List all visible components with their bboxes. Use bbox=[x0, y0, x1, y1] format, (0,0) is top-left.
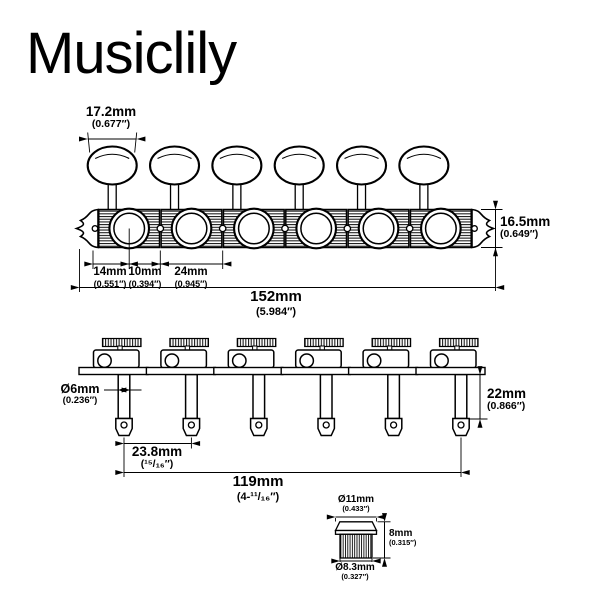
dim-button-width: 17.2mm (0.677″) bbox=[61, 104, 161, 131]
mounting-screw-holes bbox=[91, 224, 478, 233]
dim-post-diameter-in: (0.236″) bbox=[62, 395, 98, 406]
dim-button-width-mm: 17.2mm bbox=[85, 104, 137, 119]
tuner-unit-side-3 bbox=[213, 337, 284, 437]
dim-edge-to-post-in: (0.551″) bbox=[93, 278, 127, 289]
dim-first-to-last-mm: 119mm bbox=[232, 473, 284, 490]
dim-plate-height: 16.5mm (0.649″) bbox=[500, 214, 550, 241]
tuner-unit-top-1 bbox=[86, 145, 161, 250]
dim-post-diameter-mm: Ø6mm bbox=[60, 382, 100, 396]
dim-post-to-screw-mm: 10mm bbox=[128, 266, 162, 278]
dim-first-to-last-in: (4-¹¹/₁₆″) bbox=[236, 490, 280, 503]
dim-bushing-body-mm: Ø8.3mm bbox=[335, 562, 375, 573]
dim-post-to-screw-in: (0.394″) bbox=[128, 278, 162, 289]
dim-post-pitch: 23.8mm (¹⁵/₁₆″) bbox=[107, 444, 207, 471]
dim-post-diameter: Ø6mm (0.236″) bbox=[52, 382, 108, 407]
dim-post-spacing: 24mm (0.945″) bbox=[166, 266, 216, 289]
dim-bushing-height-in: (0.315″) bbox=[389, 538, 417, 548]
top-view bbox=[70, 132, 505, 292]
side-view bbox=[78, 337, 488, 477]
dim-bushing-body: Ø8.3mm (0.327″) bbox=[315, 562, 395, 582]
dim-button-width-lines bbox=[78, 132, 146, 153]
tuner-unit-top-4 bbox=[273, 145, 348, 250]
dim-post-to-screw: 10mm (0.394″) bbox=[120, 266, 170, 289]
tuner-unit-side-2 bbox=[145, 337, 217, 437]
dim-first-to-last-lines bbox=[115, 437, 470, 477]
bushing-knurled-body bbox=[339, 533, 373, 559]
dim-post-length-in: (0.866″) bbox=[487, 400, 526, 413]
dim-edge-to-post: 14mm (0.551″) bbox=[85, 266, 135, 289]
dim-post-spacing-mm: 24mm bbox=[174, 266, 208, 278]
tuner-unit-side-5 bbox=[347, 337, 419, 437]
dim-bushing-head-in: (0.433″) bbox=[342, 504, 370, 514]
dim-button-width-in: (0.677″) bbox=[91, 118, 131, 131]
dim-bushing-head-mm: Ø11mm bbox=[337, 494, 375, 505]
tuner-unit-side-4 bbox=[280, 337, 351, 437]
dim-hole-layout-lines bbox=[84, 228, 232, 269]
dim-bushing-body-lines bbox=[331, 558, 381, 564]
dim-bushing-body-in: (0.327″) bbox=[341, 572, 369, 582]
dim-post-length-lines bbox=[469, 366, 488, 428]
tuner-unit-side-6 bbox=[415, 337, 486, 437]
dim-post-pitch-in: (¹⁵/₁₆″) bbox=[140, 458, 174, 471]
dim-edge-to-post-mm: 14mm bbox=[93, 266, 127, 278]
dim-plate-height-lines bbox=[481, 200, 503, 291]
dim-bushing-head: Ø11mm (0.433″) bbox=[316, 494, 396, 514]
dim-bushing-height-lines bbox=[373, 513, 391, 567]
dim-post-spacing-in: (0.945″) bbox=[174, 278, 208, 289]
dim-bushing-height-mm: 8mm bbox=[389, 528, 413, 539]
tuner-unit-top-5 bbox=[335, 145, 410, 250]
dim-post-pitch-mm: 23.8mm bbox=[131, 444, 183, 459]
dim-total-length-mm: 152mm bbox=[250, 288, 302, 305]
dim-post-length: 22mm (0.866″) bbox=[487, 386, 526, 413]
dim-total-length: 152mm (5.984″) bbox=[216, 288, 336, 318]
dim-bushing-head-lines bbox=[326, 514, 386, 522]
brand-logo: Musiclily bbox=[26, 21, 237, 86]
dim-plate-height-in: (0.649″) bbox=[500, 228, 539, 241]
tuner-unit-top-6 bbox=[398, 145, 473, 250]
plate-left-end bbox=[74, 208, 99, 249]
bushing-flange bbox=[334, 521, 378, 532]
dim-bushing-height: 8mm (0.315″) bbox=[389, 528, 416, 548]
dim-post-length-mm: 22mm bbox=[487, 386, 527, 401]
tuner-unit-top-3 bbox=[211, 145, 286, 250]
dim-plate-height-mm: 16.5mm bbox=[500, 214, 551, 229]
dim-total-length-lines bbox=[70, 249, 505, 292]
bushing-detail bbox=[326, 513, 391, 567]
dim-total-length-in: (5.984″) bbox=[255, 305, 297, 318]
tuner-unit-top-2 bbox=[148, 145, 223, 250]
dim-first-to-last: 119mm (4-¹¹/₁₆″) bbox=[198, 473, 318, 503]
